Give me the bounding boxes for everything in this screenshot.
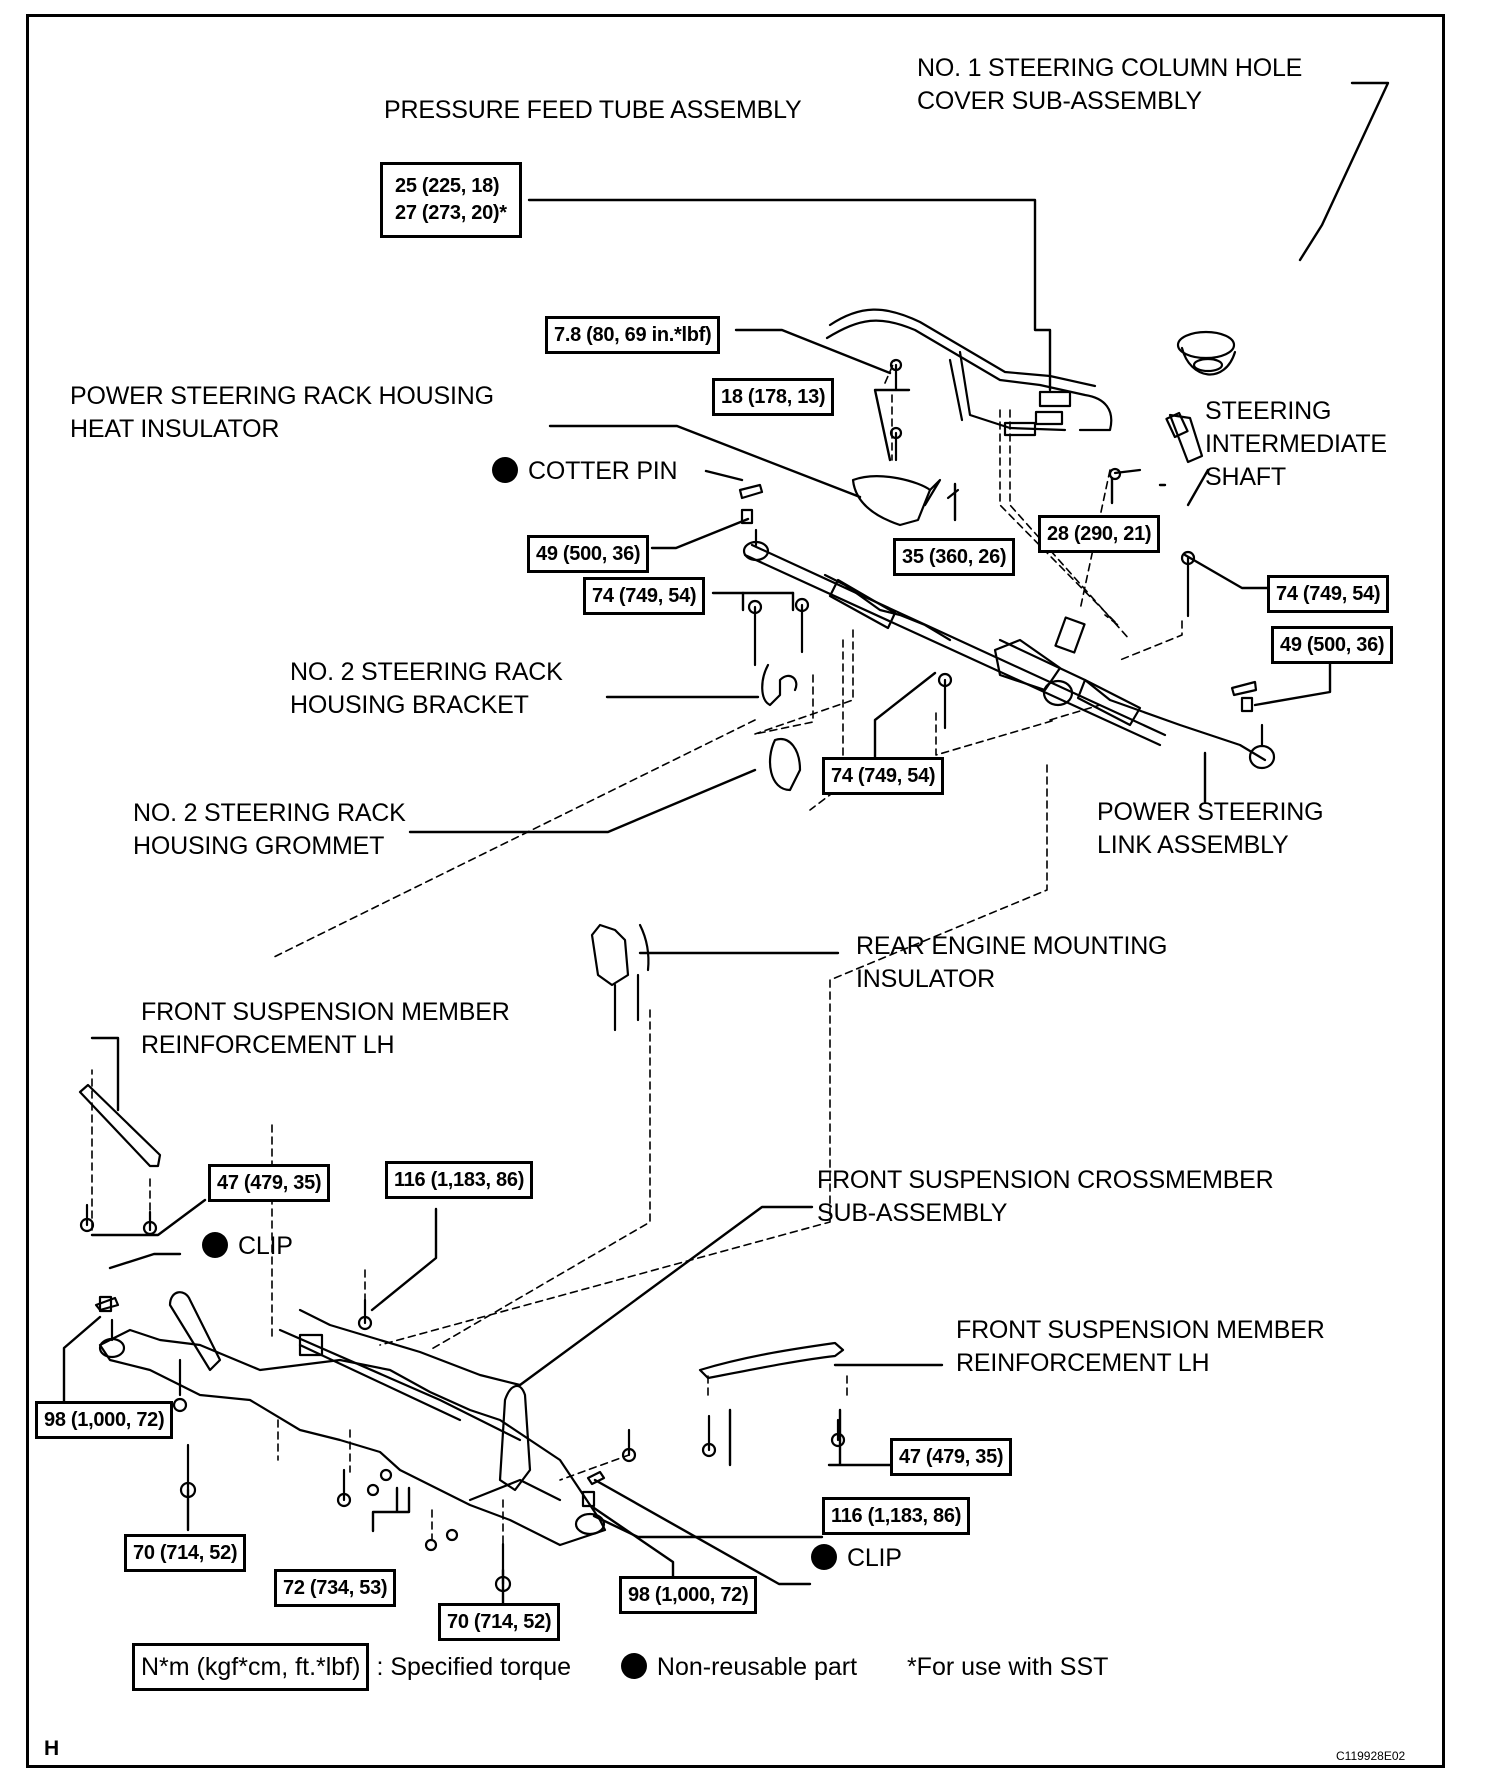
torque-rack-bolt-center: 74 (749, 54) — [822, 757, 945, 795]
label-text: COTTER PIN — [528, 457, 678, 485]
rack-grommet-drawing — [768, 737, 802, 792]
figure-id: C119928E02 — [1336, 1749, 1406, 1763]
nut-ball-joint-left — [98, 1295, 113, 1313]
label-line: HEAT INSULATOR — [70, 415, 280, 443]
label-line: INSULATOR — [856, 965, 995, 993]
torque-lower-bolt-center2: 70 (714, 52) — [438, 1603, 561, 1641]
legend-non-reusable: Non-reusable part — [656, 1653, 858, 1681]
torque-lower-bolts-center: 72 (734, 53) — [274, 1569, 397, 1607]
legend-sst-note: *For use with SST — [906, 1653, 1109, 1681]
torque-tube-clamp: 7.8 (80, 69 in.*lbf) — [545, 316, 721, 354]
torque-feed-tube: 25 (225, 18) 27 (273, 20)* — [380, 162, 522, 238]
label-cotter-pin: COTTER PIN — [492, 455, 678, 488]
label-line: INTERMEDIATE — [1205, 430, 1387, 458]
non-reusable-dot-icon — [202, 1232, 228, 1258]
label-intermediate-shaft: STEERING INTERMEDIATE SHAFT — [1205, 395, 1387, 494]
pressure-feed-tube-drawing — [825, 308, 1113, 437]
section-letter: H — [44, 1737, 60, 1760]
crossmember-drawing — [98, 1291, 607, 1547]
label-reinforcement-left: FRONT SUSPENSION MEMBER REINFORCEMENT LH — [141, 996, 510, 1062]
label-line: REINFORCEMENT LH — [956, 1349, 1210, 1377]
label-line: FRONT SUSPENSION MEMBER — [141, 998, 510, 1026]
torque-value: 25 (225, 18) — [395, 175, 500, 197]
label-text: CLIP — [847, 1544, 902, 1572]
label-clip-right: CLIP — [811, 1542, 902, 1575]
leader-lines — [62, 81, 1390, 1606]
label-line: HOUSING GROMMET — [133, 832, 385, 860]
clip-left — [94, 1296, 120, 1312]
torque-lower-bolt-left: 70 (714, 52) — [124, 1534, 247, 1572]
label-line: SHAFT — [1205, 463, 1286, 491]
label-clip-left: CLIP — [202, 1230, 293, 1263]
reinforcement-right-drawing — [698, 1341, 845, 1380]
clip-right — [586, 1470, 606, 1486]
non-reusable-dot-icon — [620, 1653, 647, 1679]
label-crossmember: FRONT SUSPENSION CROSSMEMBER SUB-ASSEMBL… — [817, 1164, 1274, 1230]
torque-bracket-bolts: 74 (749, 54) — [583, 577, 706, 615]
torque-ball-joint-nut-right: 98 (1,000, 72) — [619, 1576, 758, 1614]
torque-crossmember-bolt-left: 116 (1,183, 86) — [385, 1161, 534, 1199]
dashed-assembly-lines — [91, 359, 1183, 1566]
column-hole-cover-drawing — [1176, 330, 1237, 376]
torque-reinforcement-left: 47 (479, 35) — [208, 1164, 331, 1202]
boot-bellows-left — [828, 578, 897, 630]
label-line: HOUSING BRACKET — [290, 691, 529, 719]
torque-reinforcement-right: 47 (479, 35) — [890, 1438, 1013, 1476]
label-reinforcement-right: FRONT SUSPENSION MEMBER REINFORCEMENT LH — [956, 1314, 1325, 1380]
steering-rack-drawing — [742, 528, 1276, 770]
nut-ball-joint-right — [581, 1490, 596, 1508]
label-rack-bracket: NO. 2 STEERING RACK HOUSING BRACKET — [290, 656, 563, 722]
heat-insulator-drawing — [851, 475, 942, 527]
torque-insulator-bolt-top: 18 (178, 13) — [712, 378, 835, 416]
label-pressure-feed-tube: PRESSURE FEED TUBE ASSEMBLY — [384, 96, 802, 124]
label-link-assembly: POWER STEERING LINK ASSEMBLY — [1097, 796, 1324, 862]
bolts — [79, 358, 1196, 1593]
diagram-frame — [26, 14, 1445, 1768]
legend: N*m (kgf*cm, ft.*lbf) : Specified torque… — [132, 1643, 1108, 1691]
label-heat-insulator: POWER STEERING RACK HOUSING HEAT INSULAT… — [70, 380, 494, 446]
label-line: NO. 1 STEERING COLUMN HOLE — [917, 54, 1303, 82]
torque-tie-rod-nut-left: 49 (500, 36) — [527, 535, 650, 573]
label-text: CLIP — [238, 1232, 293, 1260]
intermediate-shaft-drawing — [1165, 411, 1204, 464]
rack-bracket-drawing — [761, 663, 798, 707]
reinforcement-left-drawing — [78, 1083, 162, 1168]
label-line: LINK ASSEMBLY — [1097, 831, 1289, 859]
label-line: STEERING — [1205, 397, 1332, 425]
boot-bellows-right — [1076, 678, 1142, 727]
torque-tie-rod-nut-right: 49 (500, 36) — [1271, 626, 1394, 664]
label-column-hole-cover: NO. 1 STEERING COLUMN HOLE COVER SUB-ASS… — [917, 52, 1302, 118]
engine-mount-insulator-drawing — [590, 923, 650, 1032]
label-line: FRONT SUSPENSION CROSSMEMBER — [817, 1166, 1274, 1194]
torque-value-sst: 27 (273, 20)* — [395, 202, 507, 224]
non-reusable-dot-icon — [492, 457, 518, 483]
label-line: REINFORCEMENT LH — [141, 1031, 395, 1059]
cotter-pin-left — [738, 483, 764, 500]
label-engine-mount: REAR ENGINE MOUNTING INSULATOR — [856, 930, 1167, 996]
label-line: NO. 2 STEERING RACK — [133, 799, 406, 827]
legend-unit-box: N*m (kgf*cm, ft.*lbf) — [132, 1643, 370, 1691]
nut-left — [740, 508, 754, 525]
label-line: REAR ENGINE MOUNTING — [856, 932, 1168, 960]
torque-shaft-bolt: 28 (290, 21) — [1038, 515, 1161, 553]
non-reusable-dot-icon — [811, 1544, 837, 1570]
label-line: POWER STEERING RACK HOUSING — [70, 382, 494, 410]
nut-right — [1240, 696, 1254, 713]
torque-rack-bolt-right: 74 (749, 54) — [1267, 575, 1390, 613]
label-line: POWER STEERING — [1097, 798, 1324, 826]
cotter-pin-right — [1230, 680, 1258, 697]
torque-crossmember-bolt-right: 116 (1,183, 86) — [822, 1497, 971, 1535]
label-line: FRONT SUSPENSION MEMBER — [956, 1316, 1325, 1344]
label-line: NO. 2 STEERING RACK — [290, 658, 563, 686]
torque-ball-joint-nut-left: 98 (1,000, 72) — [35, 1401, 174, 1439]
legend-unit-desc: : Specified torque — [376, 1653, 572, 1681]
label-line: SUB-ASSEMBLY — [817, 1199, 1008, 1227]
label-rack-grommet: NO. 2 STEERING RACK HOUSING GROMMET — [133, 797, 406, 863]
label-line: COVER SUB-ASSEMBLY — [917, 87, 1202, 115]
torque-insulator-bolt-side: 35 (360, 26) — [893, 538, 1016, 576]
